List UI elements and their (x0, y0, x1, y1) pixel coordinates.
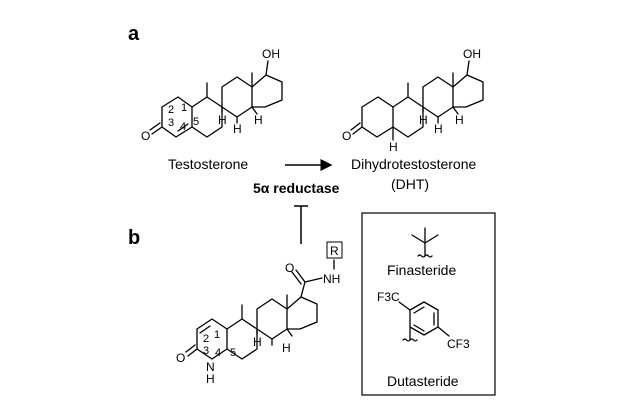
inhibitor-ring-number-2: 2 (203, 333, 209, 345)
dht-h-14: H (455, 113, 464, 127)
amide-oxygen-label: O (285, 261, 294, 275)
c3-carbonyl-bond (151, 126, 163, 135)
lactam-oxygen-label: O (176, 351, 185, 365)
testosterone-name: Testosterone (168, 156, 248, 172)
ring-nitrogen-label: N (206, 360, 215, 374)
dht-structure (350, 60, 484, 141)
dht-name: Dihydrotestosterone (351, 156, 477, 172)
finasteride-tert-butyl (411, 227, 439, 258)
dutasteride-label: Dutasteride (387, 373, 459, 389)
r-group-label: R (330, 244, 339, 258)
dht-oh-label: OH (463, 47, 481, 61)
testosterone-oh-label: OH (262, 47, 280, 61)
testosterone-ring-number-5: 5 (193, 116, 199, 128)
testosterone-structure (149, 60, 283, 138)
dutasteride-aryl (398, 301, 450, 342)
enzyme-label: 5α reductase (253, 180, 340, 196)
dht-oxygen-label: O (342, 129, 351, 143)
testosterone-h-14: H (254, 113, 263, 127)
inhibitor-ring-number-1: 1 (214, 329, 220, 341)
testosterone-ring-number-3: 3 (168, 117, 174, 129)
panel-label-b: b (128, 227, 140, 249)
dht-abbrev: (DHT) (391, 176, 429, 192)
testosterone-ring-number-1: 1 (181, 102, 187, 114)
c4-c5-double-bond (177, 123, 189, 132)
dht-h-5: H (389, 140, 398, 154)
dht-h-8: H (434, 122, 443, 136)
testosterone-h-9: H (218, 113, 227, 127)
inhibitor-ring-number-3: 3 (203, 345, 209, 357)
testosterone-oxygen-label: O (141, 129, 150, 143)
c17-oh-bond (265, 60, 269, 76)
inhibitor-ring-number-4: 4 (215, 347, 221, 359)
testosterone-ring-number-4: 4 (180, 121, 186, 133)
substituent-box (361, 212, 496, 396)
inhibitor-h-9: H (253, 335, 262, 349)
dht-h-9: H (419, 113, 428, 127)
ring-nitrogen-hydrogen: H (206, 372, 215, 386)
c1-c2-double-bond (199, 325, 211, 334)
cf3-top-label: F3C (377, 290, 400, 304)
testosterone-ring-number-2: 2 (168, 104, 174, 116)
amide-nh-label: NH (323, 272, 340, 286)
cf3-bottom-label: CF3 (447, 337, 470, 351)
inhibitor-ring-number-5: 5 (230, 347, 236, 359)
finasteride-label: Finasteride (387, 262, 456, 278)
r-group-box (326, 241, 343, 259)
testosterone-h-8: H (233, 122, 242, 136)
inhibitor-structure (185, 259, 335, 360)
panel-label-a: a (128, 23, 140, 45)
inhibitor-h-14: H (282, 341, 291, 355)
